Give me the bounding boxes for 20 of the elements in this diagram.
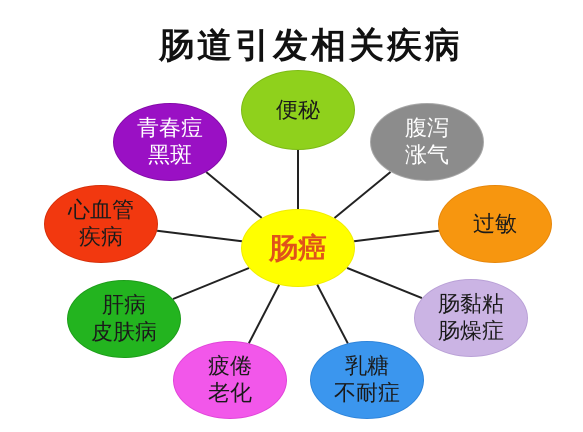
disease-label: 青春痘黑斑: [137, 115, 203, 169]
connector-line: [297, 150, 299, 209]
connector-line: [316, 284, 349, 344]
connector-line: [354, 230, 440, 242]
connector-line: [334, 171, 392, 219]
disease-label: 心血管疾病: [68, 197, 134, 251]
disease-label: 肝病皮肤病: [91, 292, 157, 346]
connector-line: [206, 171, 262, 219]
disease-label: 便秘: [276, 96, 320, 124]
connector-line: [346, 266, 422, 300]
title: 肠道引发相关疾病: [159, 25, 463, 68]
disease-label: 腹泻涨气: [405, 115, 449, 169]
disease-label: 肠黏粘肠燥症: [438, 291, 504, 345]
disease-label: 乳糖不耐症: [334, 353, 400, 407]
connector-line: [156, 230, 242, 242]
connector-line: [172, 267, 250, 300]
connector-line: [248, 284, 280, 344]
disease-label: 疲倦老化: [208, 353, 252, 407]
center-label: 肠癌: [269, 231, 327, 265]
disease-label: 过敏: [473, 210, 517, 238]
